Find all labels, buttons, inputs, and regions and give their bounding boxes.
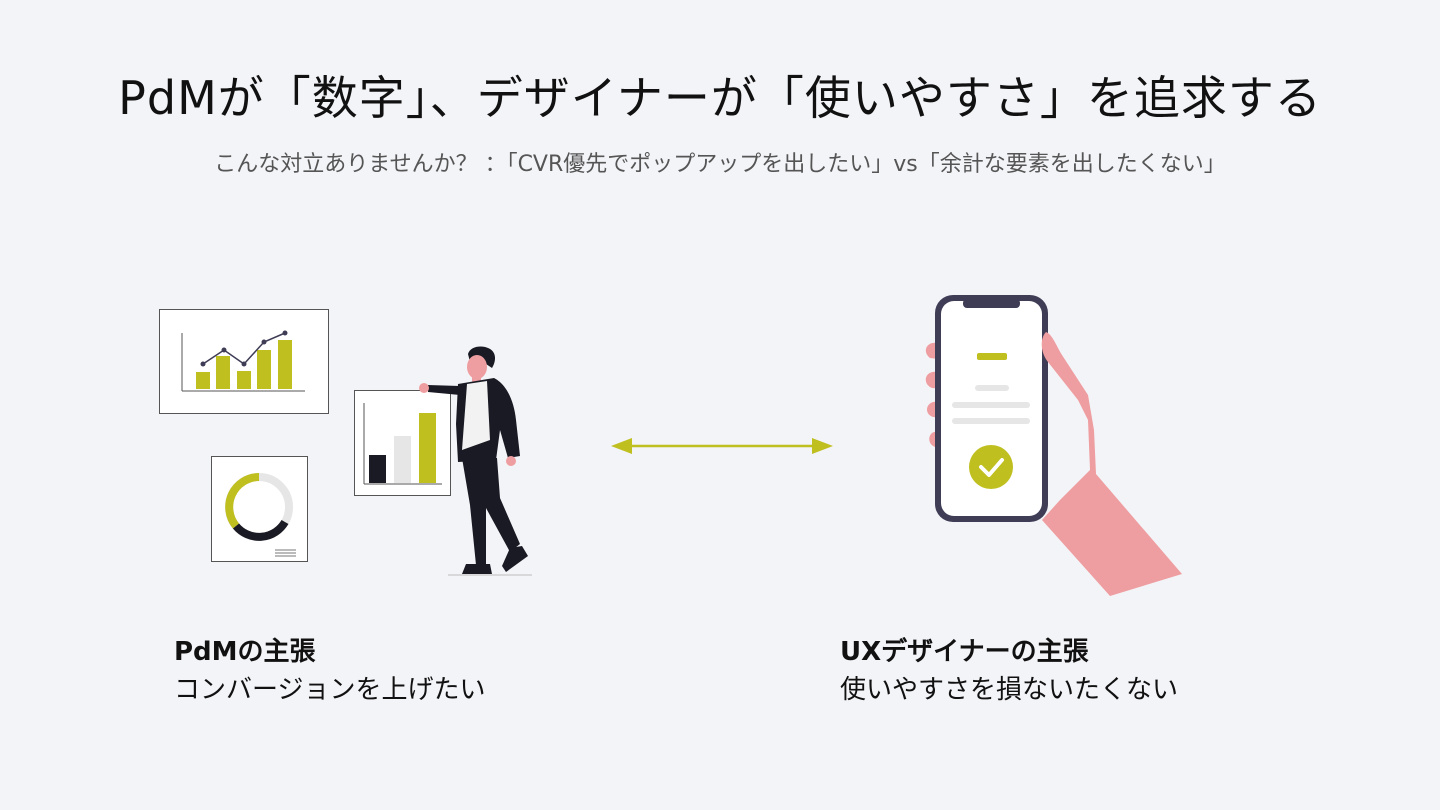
pdm-claim-text: コンバージョンを上げたい bbox=[174, 675, 486, 705]
bar-chart-board-icon bbox=[354, 390, 451, 496]
person-presenter-icon bbox=[419, 346, 532, 576]
slide-subtitle: こんな対立ありませんか？ ：「CVR優先でポップアップを出したい」vs「余計な要… bbox=[214, 152, 1226, 177]
ux-designer-claim: UXデザイナーの主張 使いやすさを損ないたくない bbox=[840, 634, 1178, 710]
donut-chart-card-icon bbox=[211, 456, 308, 562]
double-arrow-icon bbox=[611, 438, 833, 454]
phone-in-hand-icon bbox=[925, 295, 1182, 596]
ux-designer-claim-text: 使いやすさを損ないたくない bbox=[840, 675, 1179, 705]
pdm-claim-heading: PdMの主張 bbox=[174, 637, 316, 667]
ux-designer-claim-heading: UXデザイナーの主張 bbox=[840, 637, 1089, 667]
pdm-claim: PdMの主張 コンバージョンを上げたい bbox=[174, 634, 485, 710]
line-bar-chart-card-icon bbox=[159, 309, 329, 414]
slide-title: PdMが「数字」、デザイナーが「使いやすさ」を追求する bbox=[118, 71, 1322, 125]
